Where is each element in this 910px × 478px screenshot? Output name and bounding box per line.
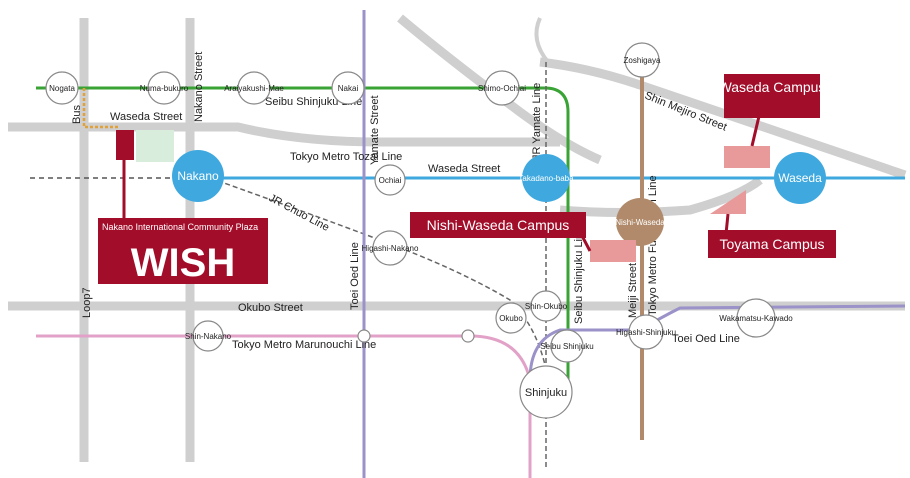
label-toei-oedo-line-east: Toei Oed Line — [672, 333, 740, 345]
waseda-campus-callout — [724, 74, 820, 118]
station-higashinakano: Higashi-Nakano — [362, 230, 419, 266]
station-numabukuro: Numa-bukuro — [140, 71, 189, 105]
svg-text:Zoshigaya: Zoshigaya — [624, 56, 661, 65]
svg-text:Shinjuku: Shinjuku — [525, 387, 567, 399]
waseda-campus-marker — [724, 146, 770, 168]
svg-text:Nakai: Nakai — [338, 84, 359, 93]
station-waseda: Waseda — [774, 152, 826, 204]
svg-text:Nakano: Nakano — [177, 169, 219, 183]
wish-caption: Nakano International Community Plaza — [102, 222, 258, 232]
wish-title: WISH — [131, 241, 235, 285]
svg-text:Nogata: Nogata — [49, 84, 75, 93]
label-waseda-street-east: Waseda Street — [428, 163, 500, 175]
station-shimoochiai: Shimo-Ochiai — [478, 70, 526, 106]
station-shinjuku: Shinjuku — [519, 365, 573, 419]
svg-text:Araiyakushi-Mae: Araiyakushi-Mae — [224, 84, 284, 93]
label-meiji-street: Meiji Street — [627, 263, 639, 318]
svg-text:Seibu Shinjuku: Seibu Shinjuku — [540, 342, 593, 351]
svg-text:Shimo-Ochiai: Shimo-Ochiai — [478, 84, 526, 93]
station-nogata: Nogata — [45, 71, 79, 105]
roads — [8, 14, 907, 462]
svg-text:Ochiai: Ochiai — [379, 176, 402, 185]
wish-callout — [98, 218, 268, 284]
seibu-shinjuku-line — [36, 86, 570, 380]
station-ochiai: Ochiai — [374, 164, 406, 196]
jr-tracks — [534, 17, 550, 64]
station-zoshigaya: Zoshigaya — [624, 42, 661, 78]
jr-chuo-line — [209, 177, 549, 381]
transfer-dot-west — [357, 329, 371, 343]
label-tozai-line: Tokyo Metro Tozai Line — [290, 151, 402, 163]
svg-text:Wakamatsu-Kawado: Wakamatsu-Kawado — [719, 314, 793, 323]
waseda-street-road-west — [8, 122, 560, 147]
label-seibu-shinjuku-line-vertical: Seibu Shinjuku Line — [573, 227, 585, 324]
station-takadanobaba: Takadano-baba — [518, 154, 574, 202]
station-seibushinjuku: Seibu Shinjuku — [540, 329, 594, 363]
label-jr-chuo-line: JR Chuo Line — [267, 192, 331, 234]
svg-text:Numa-bukuro: Numa-bukuro — [140, 84, 189, 93]
park-area — [136, 130, 174, 162]
station-nakai: Nakai — [331, 71, 365, 105]
ochiai-diagonal-road — [397, 14, 602, 165]
label-nakano-street: Nakano Street — [193, 52, 205, 122]
svg-text:Shin-Nakano: Shin-Nakano — [185, 332, 232, 341]
svg-text:Nishi-Waseda: Nishi-Waseda — [615, 218, 665, 227]
station-wakamatsukawado: Wakamatsu-Kawado — [719, 298, 793, 338]
label-waseda-street-west: Waseda Street — [110, 111, 182, 123]
station-shinnakano: Shin-Nakano — [185, 320, 232, 352]
waseda-campus-label: Waseda Campus — [719, 79, 826, 95]
label-jr-yamate-line: JR Yamate Line — [531, 83, 543, 160]
station-higashishinjuku: Higashi-Shinjuku — [616, 314, 676, 350]
label-okubo-street: Okubo Street — [238, 302, 303, 314]
label-bus: Bus — [71, 105, 83, 124]
label-toei-oedo-line-west: Toei Oed Line — [349, 242, 361, 310]
station-araiyakushimae: Araiyakushi-Mae — [224, 71, 284, 105]
label-fukutoshin-line: Tokyo Metro Fukutoshin Line — [647, 175, 659, 316]
waseda-campus-label-text: Waseda Campus — [719, 79, 826, 95]
nishi-waseda-campus-callout — [410, 212, 586, 238]
toyama-campus-marker — [710, 190, 746, 214]
station-nishiwaseda: Nishi-Waseda — [615, 198, 665, 246]
label-marunouchi-line: Tokyo Metro Marunouchi Line — [232, 339, 376, 351]
bus-route — [82, 88, 118, 129]
label-yamate-street: Yamate Street — [369, 96, 381, 166]
nishi-waseda-campus-marker — [590, 240, 636, 262]
toei-oedo-line-east — [528, 304, 906, 381]
svg-text:Takadano-baba: Takadano-baba — [518, 174, 574, 183]
transfer-dot-east — [461, 329, 475, 343]
nishi-waseda-campus-label: Nishi-Waseda Campus — [427, 217, 570, 233]
svg-text:Shin-Okubo: Shin-Okubo — [525, 302, 568, 311]
toyama-campus-callout — [708, 230, 836, 258]
wish-marker — [116, 130, 134, 160]
marunouchi-line — [36, 334, 532, 478]
svg-text:Waseda: Waseda — [778, 171, 822, 185]
station-okubo: Okubo — [495, 302, 527, 334]
jr-track-top — [534, 17, 550, 64]
svg-text:Higashi-Nakano: Higashi-Nakano — [362, 244, 419, 253]
station-nakano: Nakano — [172, 150, 224, 202]
shin-mejiro-road — [539, 57, 907, 180]
toyama-campus-label: Toyama Campus — [719, 236, 824, 252]
stations: Nogata Numa-bukuro Araiyakushi-Mae Nakai… — [45, 42, 793, 419]
label-loop7: Loop7 — [81, 287, 93, 318]
station-shinokubo: Shin-Okubo — [525, 290, 568, 322]
waseda-street-road-east — [559, 176, 763, 217]
svg-text:Okubo: Okubo — [499, 314, 523, 323]
svg-text:Higashi-Shinjuku: Higashi-Shinjuku — [616, 328, 676, 337]
